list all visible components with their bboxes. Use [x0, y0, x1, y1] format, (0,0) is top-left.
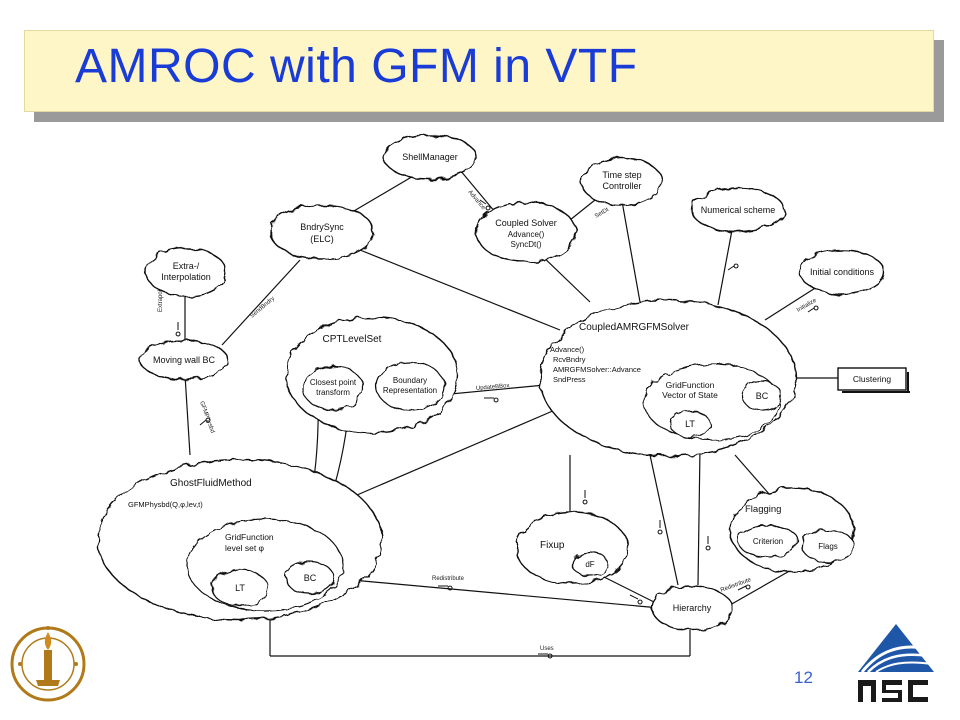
- node-coupled-solver-2: Advance(): [508, 230, 545, 239]
- slide-title: AMROC with GFM in VTF: [75, 40, 638, 93]
- cloud-hierarchy: [651, 585, 733, 631]
- node-camrgfm-m3: AMRGFMSolver::Advance: [553, 365, 641, 374]
- cloud-extrapolation: [145, 247, 227, 297]
- cloud-flags: [801, 529, 855, 563]
- node-camrgfm-m4: SndPress: [553, 375, 586, 384]
- node-numerical-scheme: Numerical scheme: [701, 205, 776, 215]
- asc-logo: [858, 624, 934, 702]
- cloud-fixup: [515, 511, 629, 585]
- node-time-step-1: Time step: [602, 170, 641, 180]
- cloud-boundary-rep: [375, 361, 445, 411]
- node-gf-state-2: Vector of State: [662, 390, 718, 400]
- node-closest-2: transform: [316, 388, 350, 397]
- edge-label-send-bndry: SendBndry: [249, 296, 276, 320]
- caltech-seal-logo: [10, 626, 86, 702]
- cloud-moving-wall: [139, 340, 229, 380]
- edge-label-uses: Uses: [540, 646, 554, 652]
- cloud-bndry-sync: [269, 204, 375, 260]
- node-initial-conditions: Initial conditions: [810, 267, 875, 277]
- node-gf-level-1: GridFunction: [225, 532, 274, 542]
- edge-label-gfm-physbd: GFMPhysbd: [198, 401, 215, 434]
- node-camrgfm-m1: Advance(): [550, 345, 585, 354]
- node-lt-level: LT: [235, 583, 245, 593]
- node-flagging: Flagging: [745, 504, 781, 515]
- node-fixup: Fixup: [540, 540, 565, 551]
- node-clustering: Clustering: [853, 374, 892, 384]
- node-coupled-solver-3: SyncDt(): [510, 240, 541, 249]
- node-lt-state: LT: [685, 419, 695, 429]
- edge-label-advance: Advance: [466, 189, 486, 211]
- node-bndry-sync-1: BndrySync: [300, 222, 344, 232]
- node-flags: Flags: [818, 542, 838, 551]
- node-cpt-title: CPTLevelSet: [323, 334, 382, 345]
- node-extra-1: Extra-/: [173, 261, 200, 271]
- node-closest-1: Closest point: [310, 378, 357, 387]
- node-hierarchy: Hierarchy: [673, 603, 712, 613]
- title-bar: AMROC with GFM in VTF: [24, 30, 934, 112]
- node-criterion: Criterion: [753, 537, 783, 546]
- cloud-numerical-scheme: [691, 187, 785, 233]
- node-gfm-method: GFMPhysbd(Q,φ,lev,t): [128, 500, 203, 509]
- node-shell-manager: ShellManager: [402, 152, 458, 162]
- cloud-lt-state: [669, 410, 711, 438]
- edge-label-redistribute: Redistribute: [432, 576, 465, 582]
- node-df: dF: [585, 560, 594, 569]
- edge-label-set-dt: SetDt: [594, 207, 610, 220]
- node-moving-wall: Moving wall BC: [153, 355, 216, 365]
- edge-label-extrapolate: Extrapolate: [158, 281, 164, 312]
- node-bndry-sync-2: (ELC): [310, 234, 334, 244]
- node-gf-level-2: level set φ: [225, 543, 265, 553]
- node-camrgfm-m2: RcvBndry: [553, 355, 586, 364]
- edge-label-initialize: Initialize: [796, 297, 818, 313]
- box-clustering: [837, 367, 907, 391]
- node-boundary-1: Boundary: [393, 376, 427, 385]
- page-number: 12: [794, 668, 813, 687]
- cloud-bc-level: [285, 561, 335, 595]
- node-time-step-2: Controller: [602, 181, 641, 191]
- node-camrgfm-title: CoupledAMRGFMSolver: [579, 322, 690, 333]
- cloud-shell-manager: [383, 134, 477, 180]
- cloud-time-step: [581, 157, 663, 207]
- cloud-criterion: [737, 524, 799, 558]
- cloud-closest-point: [302, 365, 364, 411]
- cloud-initial-conditions: [799, 249, 885, 295]
- node-gfm-title: GhostFluidMethod: [170, 478, 252, 489]
- cloud-bc-state: [741, 381, 783, 411]
- edge-label-update-bbox: UpdateBBox: [476, 383, 510, 392]
- cloud-coupled-solver: [475, 201, 577, 263]
- cloud-lt-level: [211, 569, 269, 607]
- node-bc-level: BC: [304, 573, 317, 583]
- arrow-markers: [175, 199, 819, 659]
- node-coupled-solver-1: Coupled Solver: [495, 218, 557, 228]
- node-bc-state: BC: [756, 391, 769, 401]
- node-gf-state-1: GridFunction: [666, 380, 715, 390]
- cloud-df: [571, 551, 609, 577]
- node-boundary-2: Representation: [383, 386, 437, 395]
- node-extra-2: Interpolation: [161, 272, 211, 282]
